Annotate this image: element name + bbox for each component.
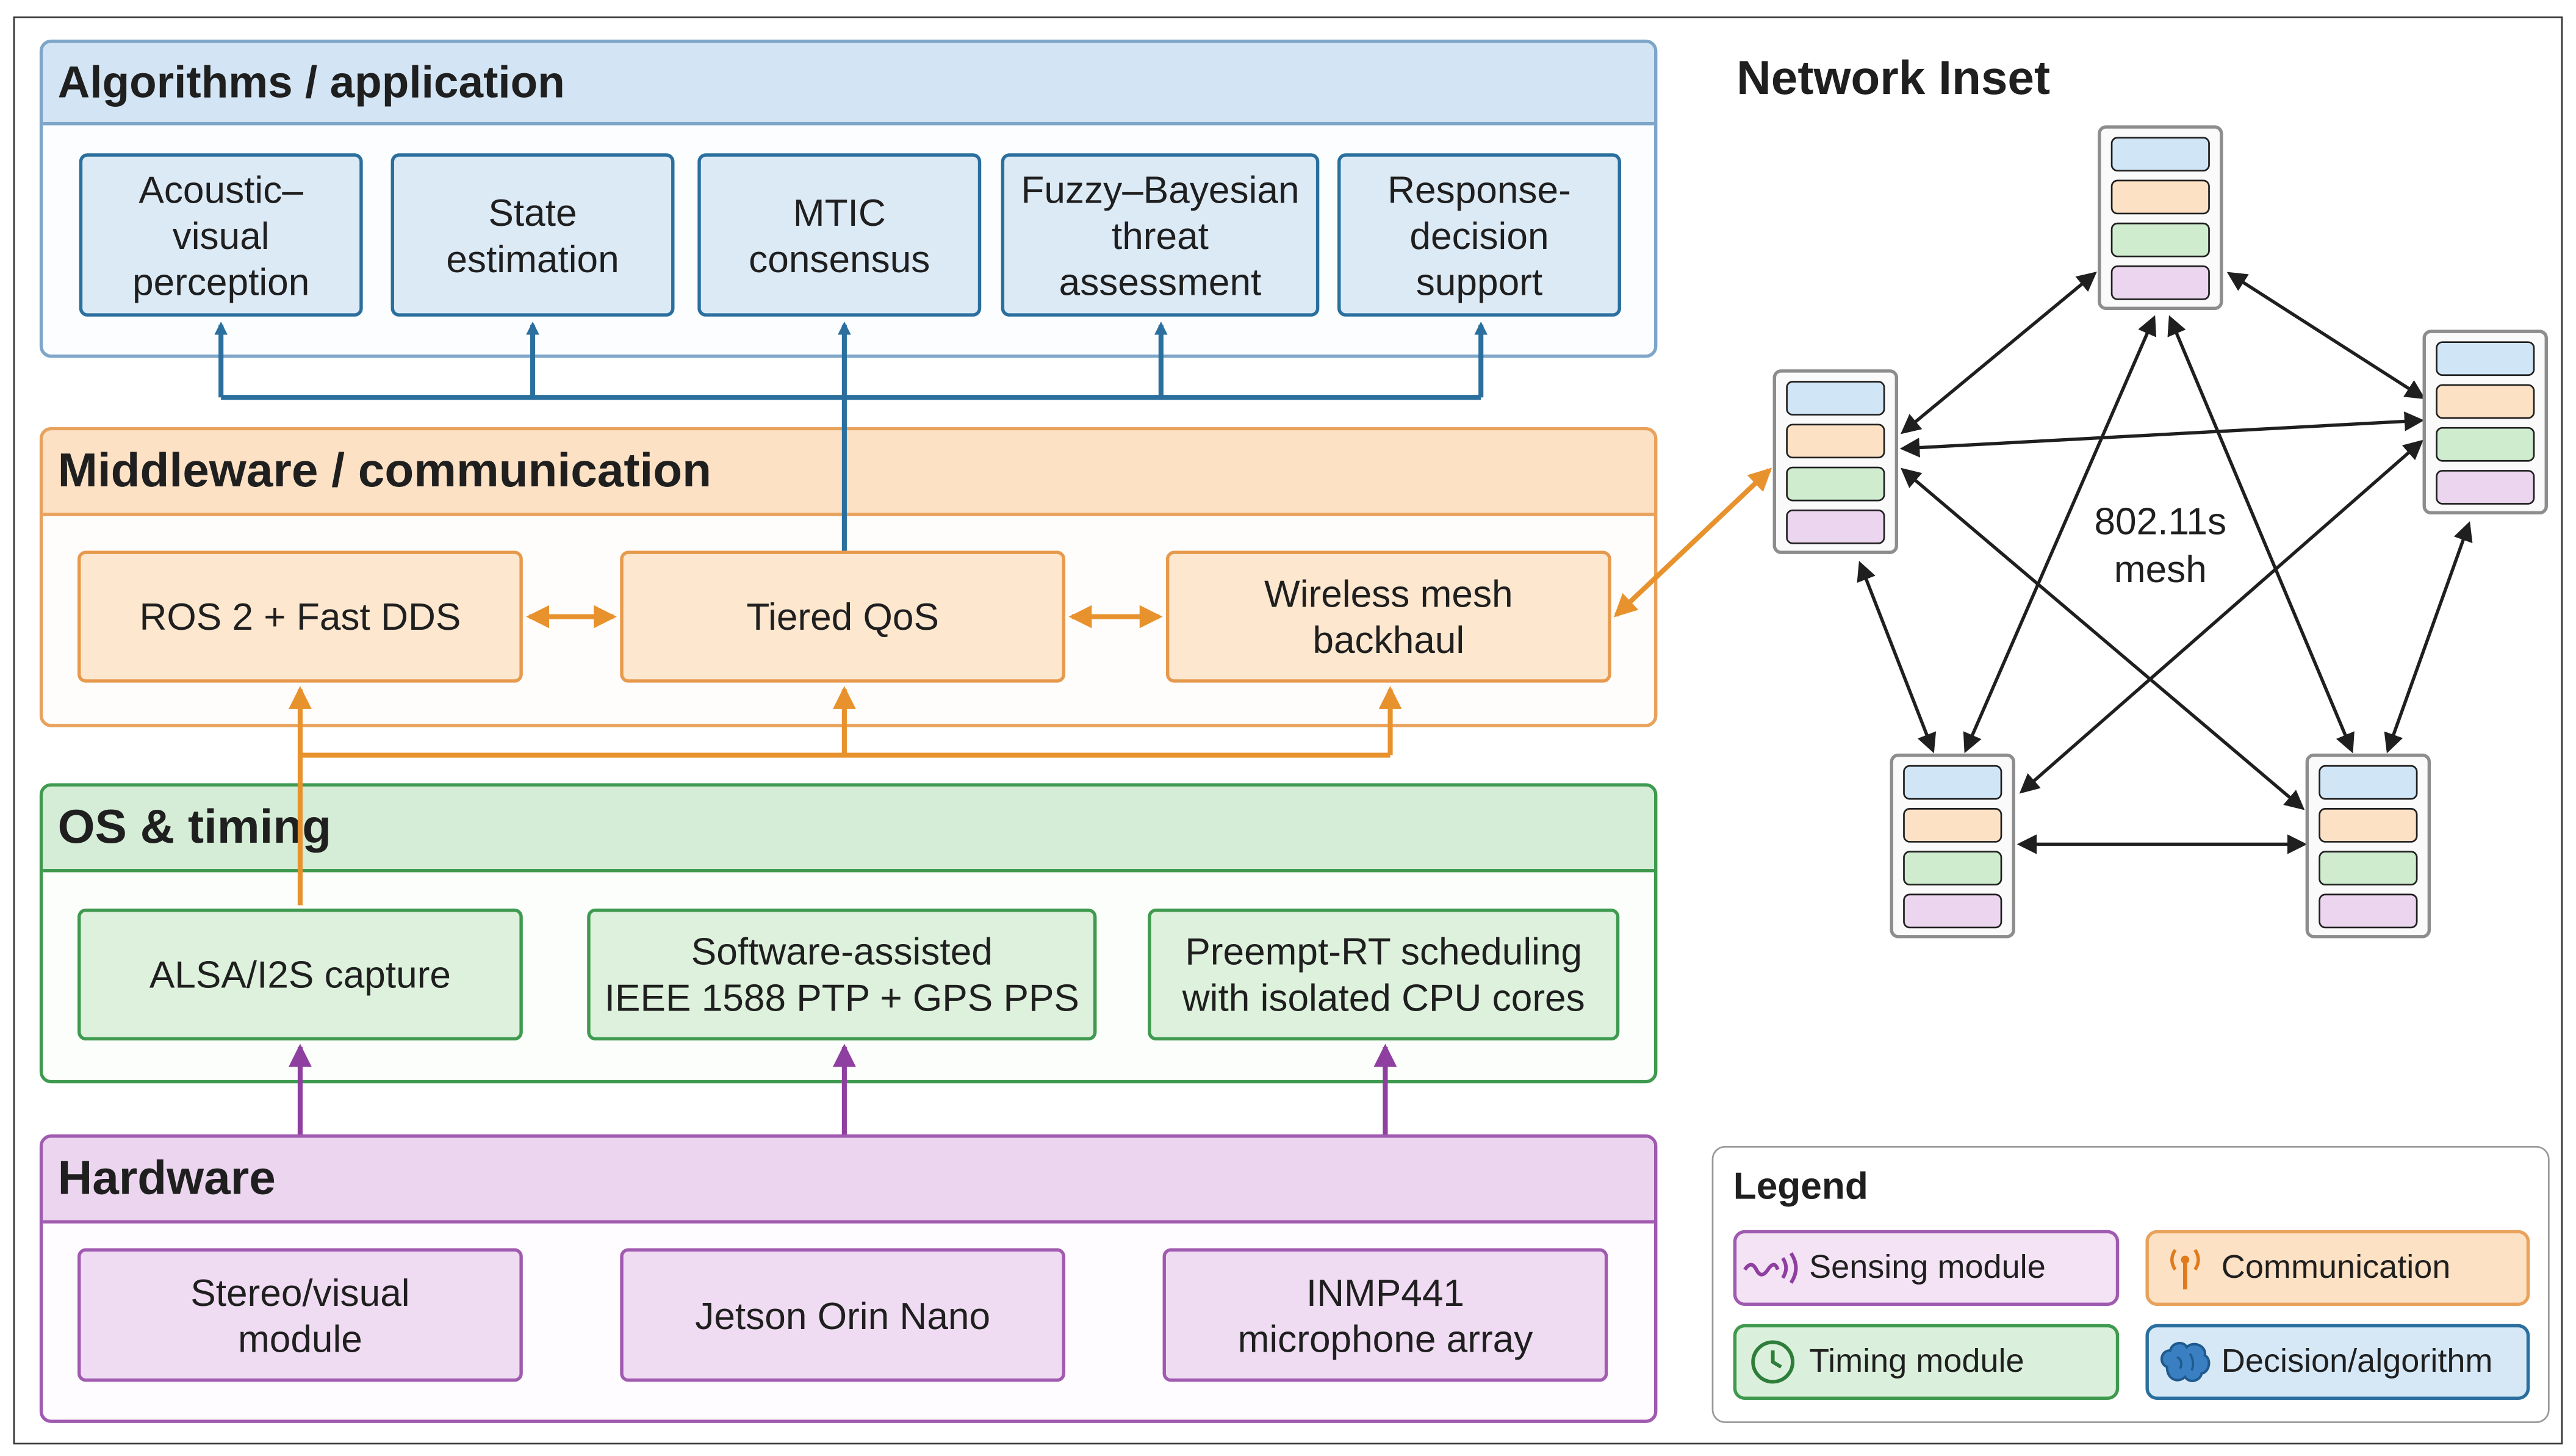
legend-item-sensing: Sensing module	[1733, 1230, 2120, 1306]
middleware-layer-title: Middleware / communication	[43, 430, 1655, 516]
jetson-orin-nano-box: Jetson Orin Nano	[620, 1248, 1066, 1382]
wireless-mesh-backhaul-box: Wireless mesh backhaul	[1165, 550, 1611, 683]
mesh-node	[2422, 330, 2548, 515]
legend-item-timing: Timing module	[1733, 1324, 2120, 1400]
legend-label-timing: Timing module	[1809, 1342, 2024, 1380]
legend-item-communication: Communication	[2145, 1230, 2530, 1306]
algorithms-layer-title: Algorithms / application	[43, 43, 1655, 126]
mesh-label: 802.11s mesh	[2094, 499, 2227, 591]
state-estimation-box: State estimation	[390, 153, 675, 317]
mesh-node	[2305, 753, 2431, 939]
mesh-node	[1890, 753, 2015, 939]
mesh-node	[2098, 125, 2223, 310]
fuzzy-bayesian-threat-box: Fuzzy–Bayesian threat assessment	[1001, 153, 1320, 317]
hardware-layer-title: Hardware	[43, 1137, 1655, 1224]
figure-frame	[13, 16, 2563, 1445]
os-timing-layer-title: OS & timing	[43, 786, 1655, 873]
clock-icon	[1736, 1329, 1809, 1395]
mesh-node	[1772, 369, 1899, 554]
brain-icon	[2149, 1329, 2222, 1395]
inmp441-microphone-array-box: INMP441 microphone array	[1162, 1248, 1608, 1382]
alsa-i2s-capture-box: ALSA/I2S capture	[77, 908, 523, 1041]
legend-label-decision: Decision/algorithm	[2221, 1342, 2493, 1380]
tiered-qos-box: Tiered QoS	[620, 550, 1066, 683]
acoustic-visual-perception-box: Acoustic– visual perception	[79, 153, 363, 317]
legend-title: Legend	[1733, 1164, 1868, 1207]
sensing-wave-icon	[1736, 1235, 1809, 1301]
legend: Legend Sensing module Communic	[1711, 1145, 2550, 1423]
legend-label-communication: Communication	[2221, 1249, 2451, 1286]
network-inset-title: Network Inset	[1736, 52, 2051, 106]
preempt-rt-scheduling-box: Preempt-RT scheduling with isolated CPU …	[1148, 908, 1620, 1041]
stereo-visual-module-box: Stereo/visual module	[77, 1248, 523, 1382]
ros2-fast-dds-box: ROS 2 + Fast DDS	[77, 550, 523, 683]
antenna-icon	[2149, 1235, 2222, 1301]
ptp-gps-pps-box: Software-assisted IEEE 1588 PTP + GPS PP…	[587, 908, 1097, 1041]
legend-item-decision: Decision/algorithm	[2145, 1324, 2530, 1400]
mtic-consensus-box: MTIC consensus	[697, 153, 982, 317]
legend-label-sensing: Sensing module	[1809, 1249, 2046, 1286]
response-decision-support-box: Response- decision support	[1337, 153, 1621, 317]
